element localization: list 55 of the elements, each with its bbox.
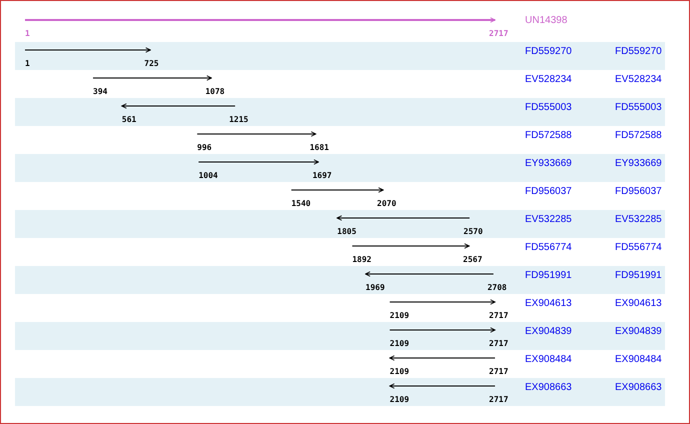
accession-link: EV532285	[615, 214, 662, 225]
accession-link: EV532285	[525, 214, 572, 225]
end-position: 1681	[310, 143, 329, 152]
end-position: 1215	[229, 115, 248, 124]
accession-link: FD956037	[525, 186, 572, 197]
accession-link: EX908663	[525, 382, 572, 393]
end-position: 2070	[377, 199, 396, 208]
end-position: 1078	[205, 87, 225, 96]
start-position: 1004	[198, 171, 218, 180]
accession-link: FD956037	[615, 186, 662, 197]
start-position: 1969	[366, 283, 385, 292]
start-position: 2109	[390, 395, 410, 404]
end-position: 2717	[489, 395, 508, 404]
accession-link: FD559270	[615, 46, 662, 57]
accession-link: FD556774	[525, 242, 572, 253]
accession-link: EX904839	[525, 326, 572, 337]
accession-link: FD951991	[525, 270, 572, 281]
start-position: 561	[122, 115, 136, 124]
start-position: 996	[197, 143, 212, 152]
start-position: 1	[25, 59, 30, 68]
end-position: 2567	[463, 255, 482, 264]
accession-link: FD572588	[615, 130, 662, 141]
accession-link: FD572588	[525, 130, 572, 141]
sequence-id: UN14398	[525, 15, 568, 26]
accession-link: FD559270	[525, 46, 572, 57]
end-position: 2717	[489, 29, 508, 38]
accession-link: EX904613	[525, 298, 572, 309]
accession-link: EY933669	[615, 158, 662, 169]
accession-link: FD555003	[525, 102, 572, 113]
accession-link: FD951991	[615, 270, 662, 281]
end-position: 2717	[489, 367, 508, 376]
accession-link: EX908663	[615, 382, 662, 393]
start-position: 2109	[390, 339, 410, 348]
start-position: 394	[93, 87, 108, 96]
accession-link: EY933669	[525, 158, 572, 169]
end-position: 2708	[487, 283, 507, 292]
end-position: 2570	[464, 227, 483, 236]
start-position: 1	[25, 29, 30, 38]
end-position: 1697	[312, 171, 332, 180]
accession-link: EX904839	[615, 326, 662, 337]
start-position: 2109	[390, 311, 410, 320]
accession-link: EV528234	[615, 74, 662, 85]
end-position: 725	[144, 59, 159, 68]
start-position: 1892	[352, 255, 372, 264]
accession-link: EX908484	[525, 354, 572, 365]
start-position: 1805	[337, 227, 356, 236]
accession-link: FD555003	[615, 102, 662, 113]
end-position: 2717	[489, 339, 508, 348]
accession-link: FD556774	[615, 242, 662, 253]
end-position: 2717	[489, 311, 508, 320]
accession-link: EV528234	[525, 74, 572, 85]
start-position: 2109	[390, 367, 410, 376]
accession-link: EX908484	[615, 354, 662, 365]
accession-link: EX904613	[615, 298, 662, 309]
start-position: 1540	[291, 199, 311, 208]
